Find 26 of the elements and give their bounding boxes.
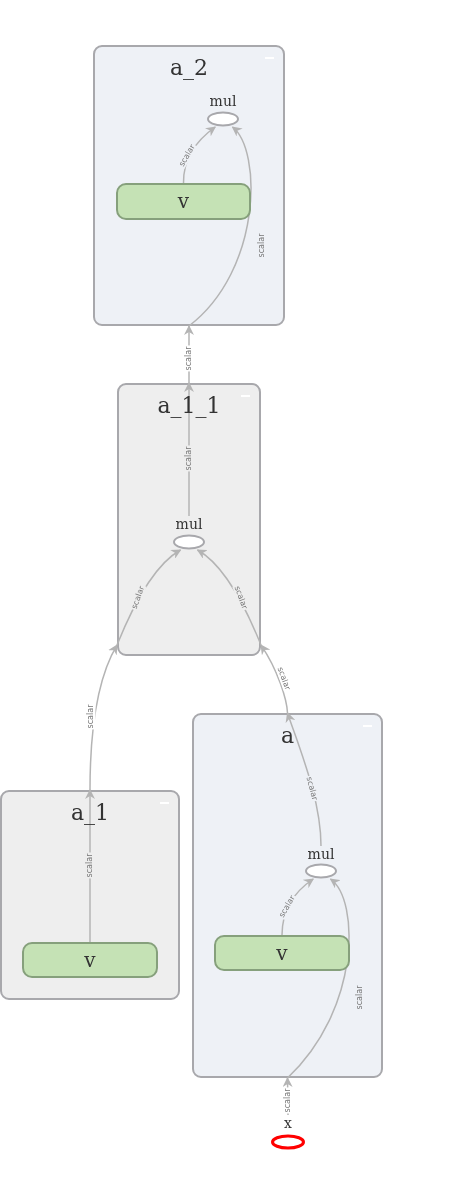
variable-box: v (214, 935, 350, 971)
group-box (0, 790, 180, 1000)
edge-label: scalar (355, 984, 365, 1010)
node-label: mul (209, 93, 237, 109)
edge-label: scalar (275, 664, 293, 692)
edge-label: scalar (184, 445, 194, 471)
edge-label: scalar (85, 852, 95, 878)
group-title: a_1_1 (157, 393, 221, 418)
group-box (117, 383, 261, 656)
arrow (85, 789, 95, 943)
group-title: a (280, 723, 295, 748)
edge-label: scalar (257, 232, 267, 258)
node-label: mul (175, 516, 203, 532)
edge-label: scalar (184, 345, 194, 371)
edge-label: scalar (283, 1087, 293, 1113)
group-box (93, 45, 285, 326)
group-box (192, 713, 383, 1078)
edge-label: scalar (86, 703, 96, 729)
group-title: a_2 (169, 55, 209, 80)
node-label: x (284, 1115, 292, 1131)
group-title: a_1 (70, 800, 110, 825)
node-label: mul (307, 846, 335, 862)
arrow (188, 126, 252, 327)
variable-box: v (22, 942, 158, 978)
arrow (260, 644, 289, 714)
variable-box: v (116, 183, 251, 220)
